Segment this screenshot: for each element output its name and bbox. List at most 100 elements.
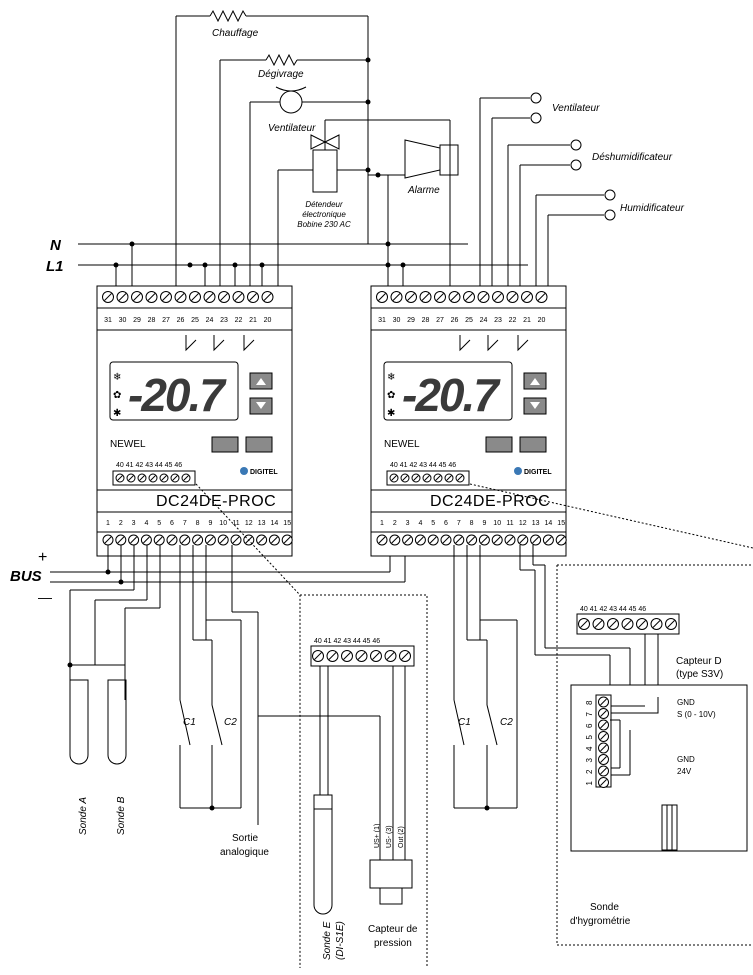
terminal-number: 15 xyxy=(557,520,565,527)
terminal-number: 22 xyxy=(509,317,517,324)
terminal-number: 4 xyxy=(418,520,422,527)
valve-label-3: Bobine 230 AC xyxy=(297,220,351,229)
terminal-number: 28 xyxy=(422,317,430,324)
output-humidifier-label: Humidificateur xyxy=(620,203,685,214)
pressure-sensor-icon xyxy=(369,859,413,889)
output-fan-label: Ventilateur xyxy=(552,103,600,114)
svg-text:✱: ✱ xyxy=(387,408,395,419)
terminal-number: 28 xyxy=(148,317,156,324)
terminal-number: 20 xyxy=(538,317,546,324)
sensor-d-title-2: (type S3V) xyxy=(676,669,723,680)
digitel-logo-right: DIGITEL xyxy=(524,469,552,476)
newel-logo-left: NEWEL xyxy=(110,439,146,450)
sensor-d-detail-box xyxy=(556,565,753,946)
terminal-number: 23 xyxy=(220,317,228,324)
bus-label: BUS xyxy=(10,568,42,585)
terminal-number: 7 xyxy=(183,520,187,527)
sensor-pin-number: 5 xyxy=(585,735,594,740)
bus-minus: — xyxy=(38,589,52,605)
sensor-24v: 24V xyxy=(677,767,692,776)
terminal-number: 30 xyxy=(393,317,401,324)
terminal-number: 13 xyxy=(258,520,266,527)
terminal-number: 8 xyxy=(470,520,474,527)
terminal-number: 21 xyxy=(523,317,531,324)
aux-terminal-numbers-right: 40 41 42 43 44 45 46 xyxy=(390,462,456,469)
svg-text:❄: ❄ xyxy=(387,372,395,383)
terminal-number: 11 xyxy=(232,520,239,527)
model-label-right: DC24DE-PROC xyxy=(430,493,550,510)
contact-c1-label-right: C1 xyxy=(458,717,471,728)
terminal-number: 27 xyxy=(162,317,170,324)
terminal-number: 1 xyxy=(106,520,110,527)
controller-right: -20.7 ❄ ✿ ✱ NEWEL DIGITEL 40 41 42 43 44… xyxy=(370,285,567,557)
humidity-probe-label-1: Sonde xyxy=(590,902,619,913)
terminal-number: 9 xyxy=(482,520,486,527)
terminal-number: 3 xyxy=(132,520,136,527)
controller-display-right: -20.7 xyxy=(402,369,501,421)
terminal-number: 8 xyxy=(196,520,200,527)
controller-display-left: -20.7 xyxy=(128,369,227,421)
probe-e-label-1: Sonde E xyxy=(322,921,333,960)
fan-output-terminal-2 xyxy=(530,112,542,124)
bus-plus: + xyxy=(38,549,47,566)
menu-button-left[interactable] xyxy=(211,436,239,453)
menu-button-right[interactable] xyxy=(485,436,513,453)
terminal-number: 30 xyxy=(119,317,127,324)
alarm-label: Alarme xyxy=(407,185,440,196)
terminal-number: 14 xyxy=(271,520,279,527)
terminal-number: 2 xyxy=(393,520,397,527)
terminal-number: 23 xyxy=(494,317,502,324)
terminal-number: 6 xyxy=(170,520,174,527)
sensor-pin-number: 3 xyxy=(585,758,594,763)
contact-c2-label-right: C2 xyxy=(500,717,513,728)
terminal-number: 11 xyxy=(506,520,513,527)
sensor-signal: S (0 - 10V) xyxy=(677,710,716,719)
aux-detail-numbers: 40 41 42 43 44 45 46 xyxy=(314,638,380,645)
probe-e-icon xyxy=(313,809,333,915)
terminal-number: 22 xyxy=(235,317,243,324)
valve-icon xyxy=(310,134,327,150)
sensor-pin-number: 2 xyxy=(585,769,594,774)
fan-icon xyxy=(279,90,303,114)
output-dehumidifier-label: Déshumidificateur xyxy=(592,152,673,163)
terminal-number: 31 xyxy=(378,317,386,324)
line-label: L1 xyxy=(46,258,64,275)
contact-c1-label: C1 xyxy=(183,717,196,728)
terminal-number: 25 xyxy=(465,317,473,324)
defrost-status-icon: ✱ xyxy=(113,408,121,419)
defrost-label: Dégivrage xyxy=(258,69,304,80)
terminal-number: 12 xyxy=(519,520,527,527)
terminal-number: 10 xyxy=(219,520,227,527)
contact-c2-label: C2 xyxy=(224,717,237,728)
defrost-resistor xyxy=(265,53,298,67)
probe-a-label: Sonde A xyxy=(78,797,89,835)
humidity-probe-label-2: d'hygrométrie xyxy=(570,916,631,927)
pin-usplus: US+ (1) xyxy=(374,824,381,848)
enter-button-left[interactable] xyxy=(245,436,273,453)
terminal-number: 5 xyxy=(157,520,161,527)
pressure-sensor-label-2: pression xyxy=(374,938,412,949)
valve-label-2: électronique xyxy=(302,210,346,219)
sensor-pin-number: 1 xyxy=(585,781,594,786)
svg-text:✿: ✿ xyxy=(387,390,395,401)
terminal-number: 20 xyxy=(264,317,272,324)
terminal-number: 10 xyxy=(493,520,501,527)
terminal-number: 14 xyxy=(545,520,553,527)
digitel-logo-left: DIGITEL xyxy=(250,469,278,476)
terminal-number: 25 xyxy=(191,317,199,324)
probe-a-icon xyxy=(69,679,89,765)
enter-button-right[interactable] xyxy=(519,436,547,453)
sensor-gnd-bottom: GND xyxy=(677,755,695,764)
terminal-number: 15 xyxy=(283,520,291,527)
alarm-icon xyxy=(404,139,441,179)
sensor-pin-number: 6 xyxy=(585,723,594,728)
terminal-number: 26 xyxy=(451,317,459,324)
terminal-number: 29 xyxy=(133,317,141,324)
terminal-number: 9 xyxy=(208,520,212,527)
terminal-number: 5 xyxy=(431,520,435,527)
probe-b-label: Sonde B xyxy=(116,796,127,835)
pin-usminus: US- (3) xyxy=(386,825,393,848)
terminal-number: 24 xyxy=(206,317,214,324)
